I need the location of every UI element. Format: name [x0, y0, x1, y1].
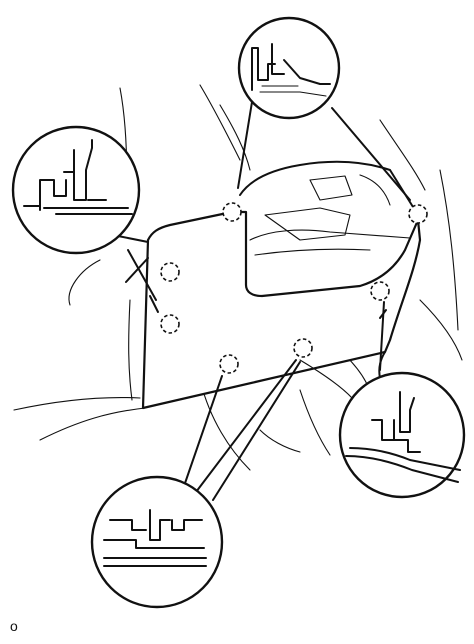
clip-top-left: [222, 202, 242, 222]
clip-left-upper: [160, 262, 180, 282]
leader-lines: [117, 101, 411, 501]
lower-console-line: [299, 359, 353, 399]
center-console-outline: [239, 160, 419, 256]
figure-code: o: [10, 618, 18, 634]
trim-panel: [141, 210, 422, 410]
clip-positions: [160, 202, 428, 374]
detail-bubble-right: [338, 371, 466, 499]
clip-bottom-left: [219, 354, 239, 374]
clip-left-lower: [160, 314, 180, 334]
clip-top-right: [408, 204, 428, 224]
detail-bubble-top: [237, 16, 341, 120]
detail-bubble-left: [11, 125, 141, 255]
detail-bubble-bottom: [90, 475, 224, 609]
clip-bottom-center: [293, 338, 313, 358]
clip-right: [370, 281, 390, 301]
